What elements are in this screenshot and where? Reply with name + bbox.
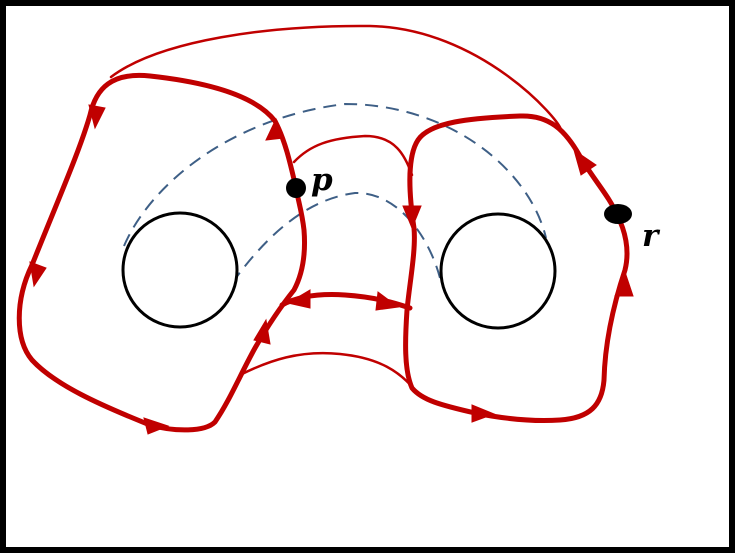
arrow-left-bottom — [143, 417, 170, 435]
left-hole — [121, 211, 239, 329]
loop-right-lobe — [403, 113, 630, 424]
arrow-left-side — [29, 261, 47, 288]
arrow-right-inner-down — [402, 205, 422, 230]
point-r-label: r — [642, 218, 661, 254]
point-r-marker — [604, 204, 632, 224]
dashed-outer-arc — [123, 102, 547, 247]
arrow-left-inner-top — [265, 117, 285, 141]
right-hole — [439, 212, 557, 330]
arrow-right-top — [573, 148, 597, 176]
arrow-left-inner-up — [253, 318, 271, 345]
point-p-label: p — [311, 162, 333, 198]
arrow-middle-left — [286, 289, 311, 309]
arrow-right-bottom — [471, 404, 496, 423]
top-bridge-strand — [109, 24, 563, 132]
arrow-left-top — [88, 104, 106, 130]
loop-left-lobe — [16, 72, 307, 433]
dashed-inner-arc — [231, 191, 441, 284]
middle-bridge-strand — [292, 134, 414, 177]
bottom-bridge-strand — [238, 351, 417, 392]
point-p-marker — [286, 178, 306, 198]
arrow-middle-right — [375, 291, 400, 311]
arrow-right-side-up — [614, 270, 634, 297]
